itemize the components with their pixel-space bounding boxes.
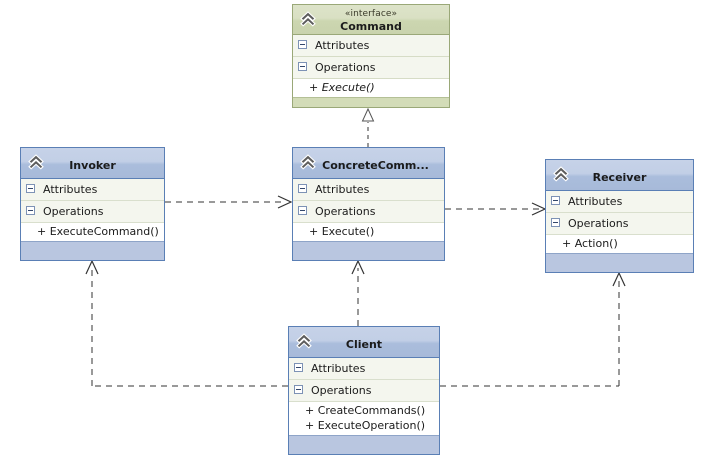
operation-item[interactable]: + ExecuteOperation() <box>305 419 426 432</box>
operation-item[interactable]: + ExecuteCommand() <box>37 225 159 238</box>
members-operations-concrete-command: + Execute() <box>293 223 444 241</box>
compartment-operations-receiver[interactable]: Operations <box>546 213 693 235</box>
compartment-attributes-concrete-command[interactable]: Attributes <box>293 179 444 201</box>
compartment-operations-command[interactable]: Operations <box>293 57 449 79</box>
compartment-attributes-invoker[interactable]: Attributes <box>21 179 164 201</box>
compartment-label-operations: Operations <box>43 205 104 218</box>
double-chevron-up-icon[interactable] <box>298 151 318 171</box>
members-operations-command: + Execute() <box>293 79 449 97</box>
compartment-label-operations: Operations <box>311 384 372 397</box>
collapse-minus-icon[interactable] <box>298 40 307 49</box>
compartment-operations-concrete-command[interactable]: Operations <box>293 201 444 223</box>
edge-client-uses-receiver <box>440 271 626 387</box>
class-footer-client <box>289 435 439 454</box>
double-chevron-up-icon[interactable] <box>551 163 571 183</box>
collapse-minus-icon[interactable] <box>26 206 35 215</box>
compartment-label-attributes: Attributes <box>311 362 366 375</box>
class-box-invoker[interactable]: Invoker Attributes Operations + ExecuteC… <box>20 147 165 261</box>
class-box-receiver[interactable]: Receiver Attributes Operations + Action(… <box>545 159 694 273</box>
compartment-label-attributes: Attributes <box>43 183 98 196</box>
edge-concrete-realizes-command <box>361 107 375 147</box>
collapse-minus-icon[interactable] <box>298 206 307 215</box>
collapse-minus-icon[interactable] <box>294 385 303 394</box>
double-chevron-up-icon[interactable] <box>298 8 318 28</box>
open-arrowhead <box>531 202 547 216</box>
members-operations-invoker: + ExecuteCommand() <box>21 223 164 241</box>
compartment-operations-invoker[interactable]: Operations <box>21 201 164 223</box>
hollow-triangle-arrowhead <box>361 107 375 122</box>
class-header-client: Client <box>289 327 439 358</box>
compartment-label-attributes: Attributes <box>315 183 370 196</box>
class-title-invoker: Invoker <box>69 159 116 172</box>
class-header-invoker: Invoker <box>21 148 164 179</box>
edge-invoker-uses-concrete <box>165 195 293 209</box>
compartment-label-attributes: Attributes <box>568 195 623 208</box>
class-footer-receiver <box>546 253 693 272</box>
class-title-command: Command <box>340 20 402 33</box>
collapse-minus-icon[interactable] <box>551 196 560 205</box>
collapse-minus-icon[interactable] <box>26 184 35 193</box>
class-title-client: Client <box>345 338 383 351</box>
collapse-minus-icon[interactable] <box>298 184 307 193</box>
collapse-minus-icon[interactable] <box>294 363 303 372</box>
edge-concrete-uses-receiver <box>445 202 547 216</box>
edge-client-uses-concrete <box>351 259 365 326</box>
class-box-client[interactable]: Client Attributes Operations + CreateCom… <box>288 326 440 455</box>
class-title-concrete-command: ConcreteComm... <box>322 159 429 172</box>
members-operations-client: + CreateCommands() + ExecuteOperation() <box>289 402 439 435</box>
collapse-minus-icon[interactable] <box>298 62 307 71</box>
compartment-attributes-command[interactable]: Attributes <box>293 35 449 57</box>
operation-item[interactable]: + CreateCommands() <box>305 404 426 417</box>
double-chevron-up-icon[interactable] <box>294 330 314 350</box>
operation-item[interactable]: + Action() <box>562 237 618 250</box>
class-footer-invoker <box>21 241 164 260</box>
class-footer-concrete-command <box>293 241 444 260</box>
open-arrowhead <box>85 259 99 275</box>
double-chevron-up-icon[interactable] <box>26 151 46 171</box>
class-header-receiver: Receiver <box>546 160 693 191</box>
open-arrowhead <box>277 195 293 209</box>
compartment-attributes-receiver[interactable]: Attributes <box>546 191 693 213</box>
class-header-concrete-command: ConcreteComm... <box>293 148 444 179</box>
class-box-concrete-command[interactable]: ConcreteComm... Attributes Operations + … <box>292 147 445 261</box>
members-operations-receiver: + Action() <box>546 235 693 253</box>
collapse-minus-icon[interactable] <box>551 218 560 227</box>
compartment-operations-client[interactable]: Operations <box>289 380 439 402</box>
class-header-command: «interface» Command <box>293 5 449 35</box>
class-title-receiver: Receiver <box>592 171 647 184</box>
operation-item[interactable]: + Execute() <box>309 225 375 238</box>
compartment-label-attributes: Attributes <box>315 39 370 52</box>
class-stereotype-command: «interface» <box>344 9 398 19</box>
class-footer-command <box>293 97 449 107</box>
compartment-label-operations: Operations <box>315 205 376 218</box>
compartment-label-operations: Operations <box>315 61 376 74</box>
operation-item[interactable]: + Execute() <box>309 81 375 94</box>
class-box-command[interactable]: «interface» Command Attributes Operation… <box>292 4 450 108</box>
open-arrowhead <box>612 271 626 287</box>
open-arrowhead <box>351 259 365 275</box>
compartment-attributes-client[interactable]: Attributes <box>289 358 439 380</box>
edge-client-uses-invoker <box>85 259 288 387</box>
compartment-label-operations: Operations <box>568 217 629 230</box>
